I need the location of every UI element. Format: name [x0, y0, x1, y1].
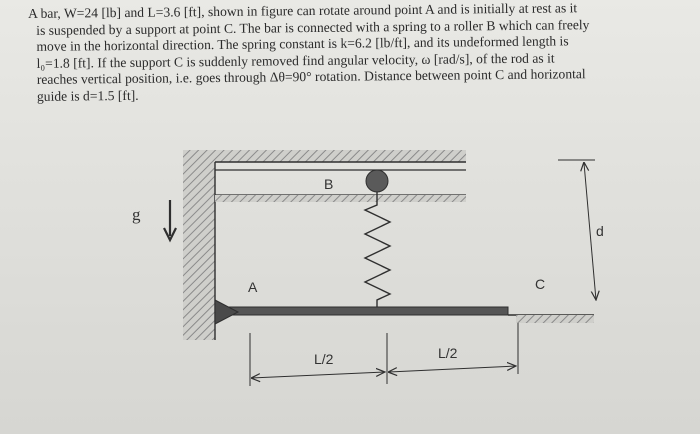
label-a: A	[248, 279, 258, 295]
label-d: d	[596, 223, 604, 239]
bar	[221, 306, 509, 316]
label-g: g	[132, 205, 141, 224]
dimension-l	[249, 323, 519, 386]
support-c	[508, 314, 594, 323]
fixed-wall	[183, 150, 466, 340]
gravity-arrow-icon	[163, 200, 177, 243]
label-half-length-right: L/2	[438, 345, 458, 361]
dimension-d	[558, 159, 596, 300]
label-b: B	[324, 176, 333, 192]
roller-b	[365, 169, 389, 193]
label-c: C	[535, 276, 545, 292]
spring	[363, 192, 392, 308]
label-half-length-left: L/2	[314, 351, 334, 367]
roller-guide	[215, 169, 466, 202]
pin-support-a	[214, 299, 240, 325]
